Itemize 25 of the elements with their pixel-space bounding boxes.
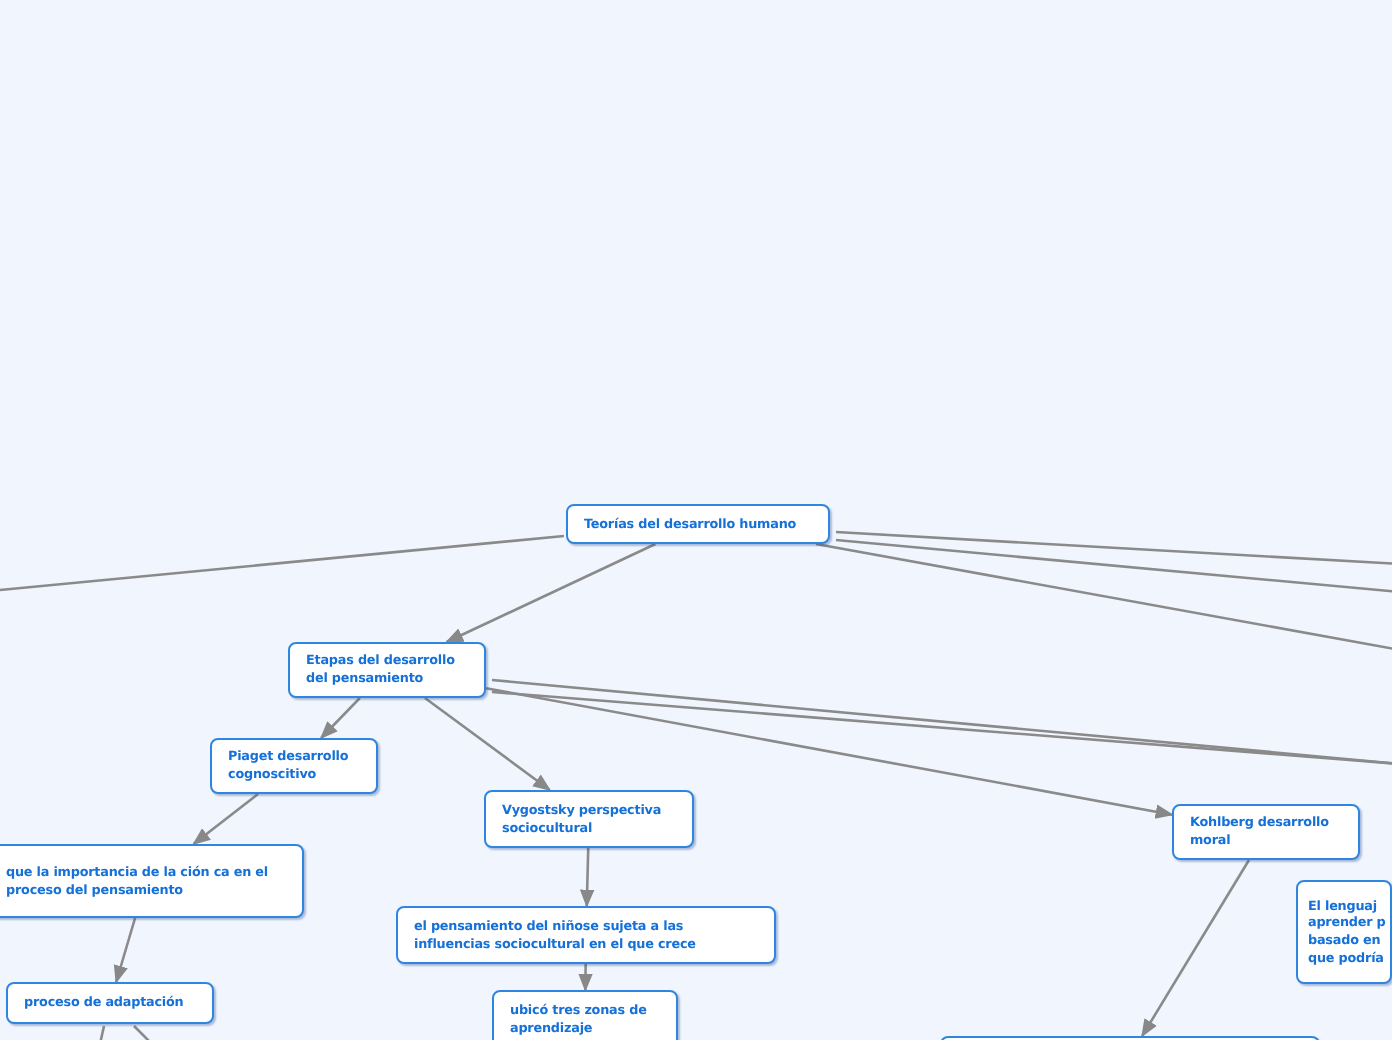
topic-box [484, 790, 694, 848]
arrow [445, 542, 656, 644]
arrow [113, 917, 137, 984]
topic-box [6, 982, 214, 1024]
topic-box [288, 642, 486, 698]
arrow [1141, 859, 1251, 1038]
topic-box [1296, 880, 1392, 984]
arrow [192, 792, 259, 846]
arrow [485, 686, 1174, 819]
connector-line [98, 1025, 106, 1040]
topic-box [566, 504, 830, 544]
arrow [424, 696, 552, 792]
topic-box [210, 738, 378, 794]
connector-line [815, 542, 1392, 652]
topic-box [396, 906, 776, 964]
arrow [579, 847, 595, 908]
connector-line [835, 530, 1392, 566]
topic-box [492, 990, 678, 1040]
connector-line [835, 538, 1392, 594]
connector-line [0, 534, 565, 592]
arrow [319, 697, 361, 740]
topic-box [0, 844, 304, 918]
arrow [578, 964, 593, 992]
connector-line [133, 1025, 153, 1040]
topic-box [1172, 804, 1360, 860]
